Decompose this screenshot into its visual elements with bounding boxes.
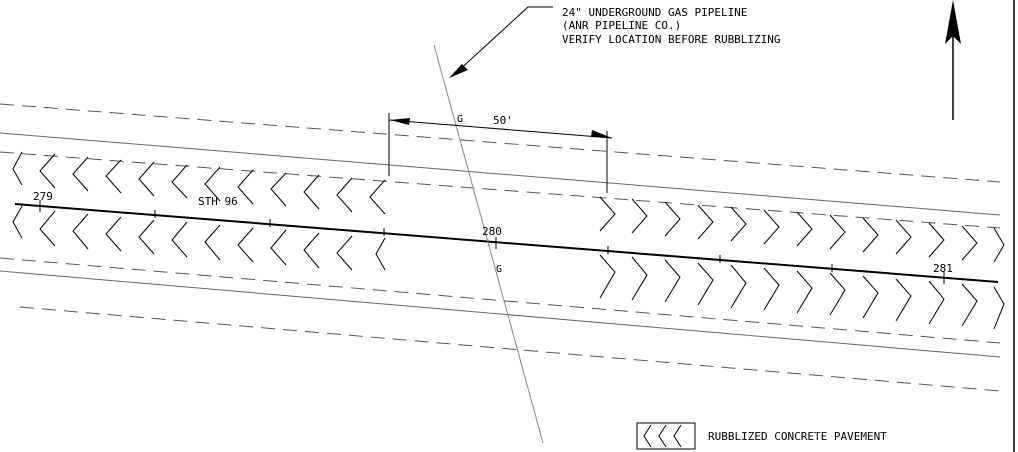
dimension-label: 50' xyxy=(493,114,513,127)
centerline-ticks xyxy=(39,200,945,284)
pipe-symbol-upper: G xyxy=(457,114,463,125)
north-arrow-icon xyxy=(945,0,961,120)
centerline xyxy=(14,203,999,283)
station-281-label: 281 xyxy=(933,262,953,275)
pipeline-note-line2: (ANR PIPELINE CO.) xyxy=(562,19,681,32)
row-line-bottom xyxy=(19,306,1001,392)
pipeline-leader-line xyxy=(455,6,553,74)
dimension-50ft xyxy=(388,113,613,193)
row-line-top xyxy=(0,103,1001,183)
pipeline-note-line1: 24" UNDERGROUND GAS PIPELINE xyxy=(562,6,747,19)
station-279-label: 279 xyxy=(33,190,53,203)
legend-swatch xyxy=(636,422,696,450)
edge-line-top xyxy=(0,132,1001,216)
pavement-dash-bottom xyxy=(0,257,1001,344)
road-label: STH 96 xyxy=(198,195,238,208)
pipe-symbol-lower: G xyxy=(496,264,502,275)
rubblized-hatch-right xyxy=(599,196,1005,330)
rubblized-hatch-left xyxy=(12,151,386,271)
leader-arrowhead xyxy=(449,64,468,78)
pavement-dash-top xyxy=(0,151,1001,229)
gas-pipeline-line xyxy=(433,44,544,444)
legend-label: RUBBLIZED CONCRETE PAVEMENT xyxy=(708,430,887,443)
station-280-label: 280 xyxy=(482,225,502,238)
edge-line-bottom xyxy=(0,270,1001,358)
pipeline-note-line3: VERIFY LOCATION BEFORE RUBBLIZING xyxy=(562,33,781,46)
